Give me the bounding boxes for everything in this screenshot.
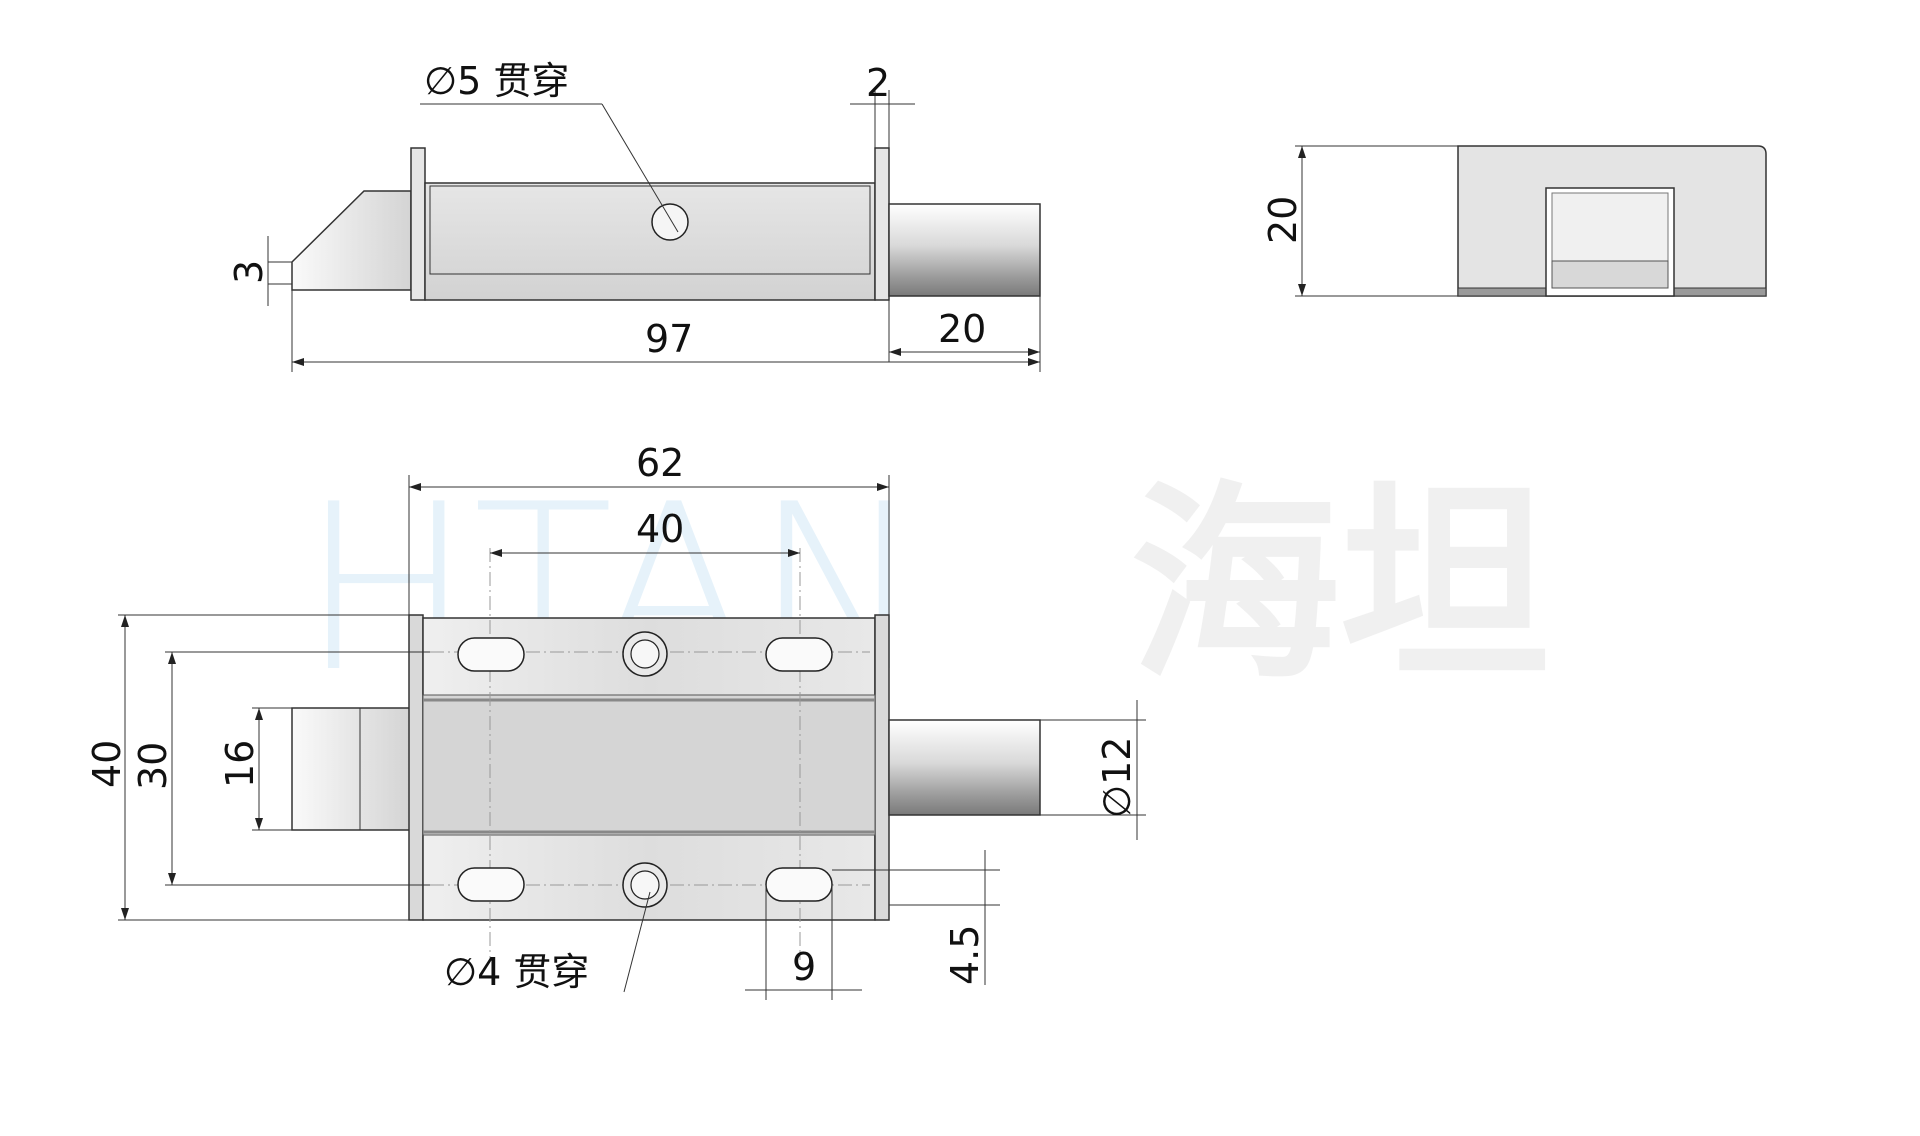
slot-bottom-right	[765, 867, 833, 902]
dim40h-arrow-l	[490, 549, 502, 557]
dim-flange-thickness: 2	[866, 61, 890, 105]
dim-overall-height: 40	[85, 740, 129, 788]
dim40v-arrow-t	[121, 615, 129, 627]
dim30-arrow-b	[168, 873, 176, 885]
top-hole-note: ∅5 贯穿	[424, 59, 569, 103]
end-opening-inner	[1551, 192, 1669, 262]
front-handle	[291, 707, 411, 831]
dim20-arrow-r	[1028, 348, 1040, 356]
dim-end-height: 20	[1261, 196, 1305, 244]
top-view: ∅5 贯穿 2 3 97 20	[227, 59, 1041, 372]
hole-bottom-inner	[630, 870, 660, 900]
watermark-chinese: 海坦	[1130, 463, 1550, 708]
end-view: 20	[1261, 145, 1767, 297]
dim-overall-length: 97	[645, 317, 693, 361]
dim30-arrow-t	[168, 652, 176, 664]
dim62-arrow-r	[877, 483, 889, 491]
top-handle-tip	[291, 190, 412, 291]
top-hole	[651, 203, 689, 241]
front-left-flange	[408, 614, 424, 921]
top-bracket-inner	[429, 185, 871, 275]
top-pin	[888, 203, 1041, 297]
dim-body-width: 62	[636, 441, 684, 485]
front-housing	[422, 694, 876, 836]
dim-hole-spacing: 40	[636, 507, 684, 551]
dim-end-arrow-b	[1298, 284, 1306, 296]
slot-top-right	[765, 637, 833, 672]
watermark: HTAN 海坦	[300, 456, 1550, 723]
top-hole-leader-diag	[601, 103, 679, 233]
front-right-flange	[874, 614, 890, 921]
dim-bevel: 3	[227, 260, 271, 284]
front-view: 62 40 40 30 16 ∅12 9	[85, 441, 1146, 1000]
dim16-arrow-b	[255, 818, 263, 830]
dim-end-arrow-t	[1298, 146, 1306, 158]
end-pin-section	[1551, 260, 1669, 289]
dim97-arrow-r	[1028, 358, 1040, 366]
front-hole-note: ∅4 贯穿	[444, 950, 589, 994]
dim-slot-length: 9	[792, 945, 816, 989]
dim62-arrow-l	[409, 483, 421, 491]
dim-hole-row-spacing: 30	[131, 742, 175, 790]
dim-edge-offset: 4.5	[943, 925, 987, 985]
dim40v-arrow-b	[121, 908, 129, 920]
top-left-flange	[410, 147, 426, 301]
slot-top-left	[457, 637, 525, 672]
dim-pin-extension: 20	[938, 307, 986, 351]
top-right-flange	[874, 147, 890, 301]
dim16-arrow-t	[255, 708, 263, 720]
dim97-arrow-l	[292, 358, 304, 366]
hole-top-inner	[630, 639, 660, 669]
dim-handle-height: 16	[218, 740, 262, 788]
slot-bottom-left	[457, 867, 525, 902]
dim-pin-diameter: ∅12	[1095, 737, 1139, 818]
front-pin	[888, 719, 1041, 816]
dim40h-arrow-r	[788, 549, 800, 557]
top-bracket	[424, 182, 876, 301]
front-hole-leader	[623, 891, 651, 993]
dim20-arrow-l	[889, 348, 901, 356]
